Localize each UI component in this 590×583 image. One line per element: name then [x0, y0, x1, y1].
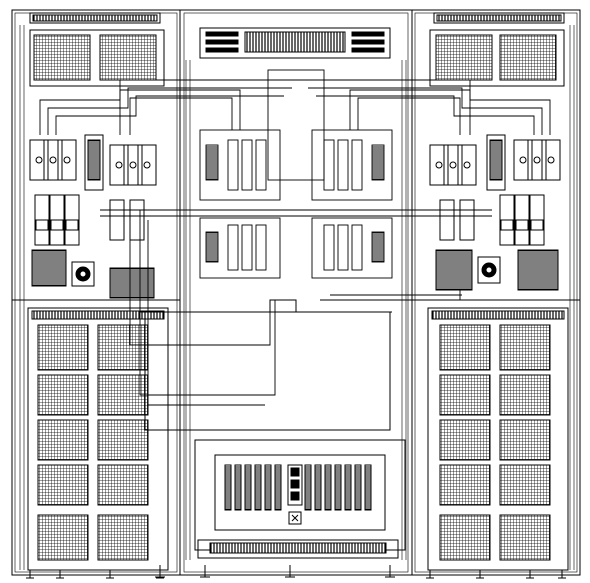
top-grille — [199, 27, 391, 59]
leveling-feet — [26, 570, 164, 579]
upper-mesh-panel — [29, 29, 165, 87]
lower-mesh-door — [27, 307, 169, 571]
center-cabinet — [39, 9, 551, 578]
upper-mesh-panel — [429, 29, 565, 87]
base-grille — [197, 539, 399, 559]
fan-module — [287, 464, 303, 525]
right-cabinet-frame — [411, 9, 581, 576]
central-enclosure — [144, 311, 391, 431]
left-cabinet — [11, 9, 181, 579]
busbar-terminal-block — [429, 134, 561, 246]
top-vent-strip — [433, 12, 565, 24]
top-vent-strip — [29, 12, 161, 24]
breaker-switch — [477, 256, 501, 284]
center-cabinet-frame — [179, 9, 413, 576]
cable-clamp — [269, 299, 297, 313]
lower-mesh-door — [427, 307, 569, 571]
busbar-bridge — [39, 69, 551, 406]
leveling-feet — [426, 570, 566, 579]
breaker-switch — [71, 261, 95, 287]
busbar-terminal-block — [29, 134, 157, 246]
right-cabinet — [411, 9, 581, 579]
leveling-feet — [155, 565, 395, 578]
left-cabinet-frame — [11, 9, 181, 576]
